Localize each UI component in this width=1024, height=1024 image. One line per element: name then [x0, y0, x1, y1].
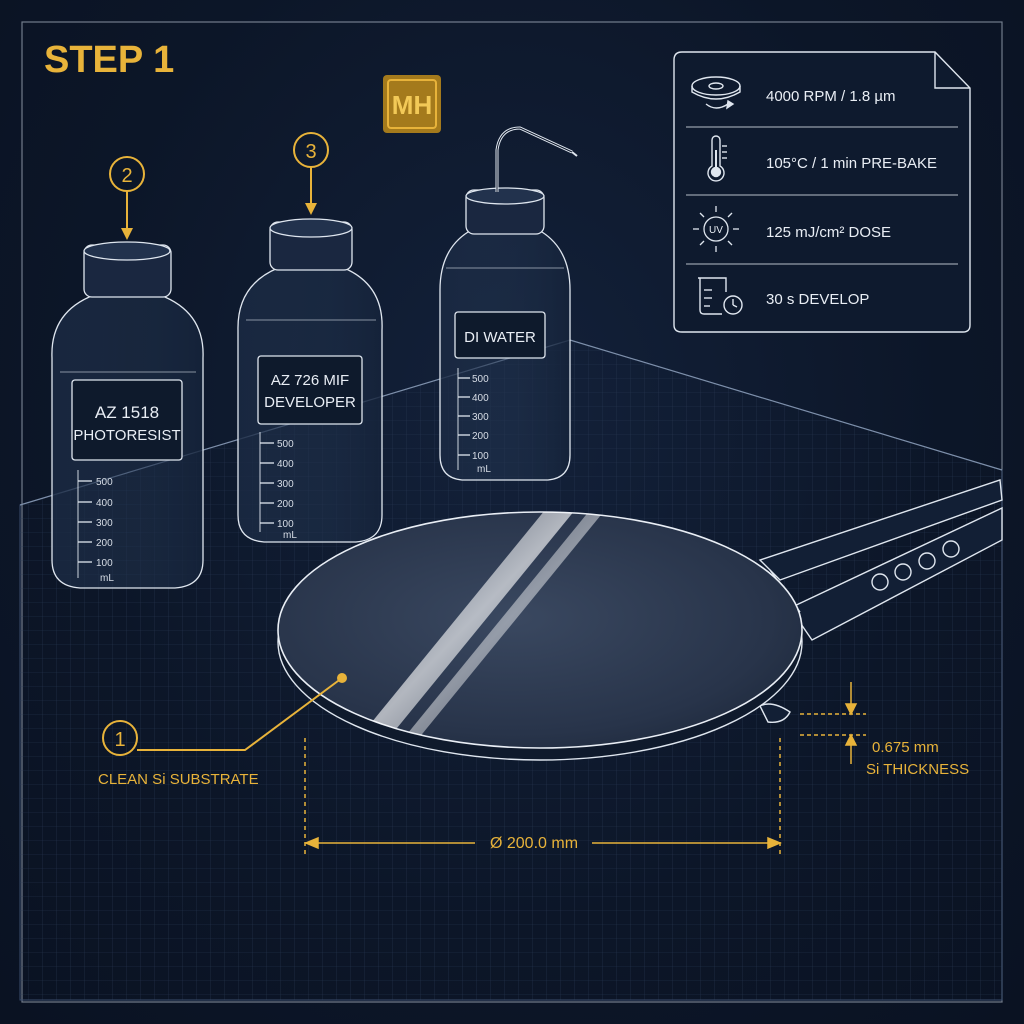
- spin-coater-icon: [691, 76, 741, 110]
- bottle-3-unit: mL: [477, 464, 491, 475]
- bottle-di-water: [439, 126, 578, 481]
- beaker-timer-icon: [698, 277, 743, 315]
- spec-dose-text: 125 mJ/cm² DOSE: [766, 224, 891, 241]
- spec-develop-text: 30 s DEVELOP: [766, 291, 869, 308]
- diameter-dimension: [304, 738, 782, 855]
- thickness-dimension: [800, 682, 866, 764]
- bottle-2-tick-100: 100: [277, 519, 294, 530]
- bottle-3-tick-300: 300: [472, 412, 489, 423]
- brand-logo: MH: [383, 75, 441, 133]
- bottle-2-tick-300: 300: [277, 479, 294, 490]
- callout-1: [102, 673, 347, 756]
- bottle-1-label-line1: AZ 1518: [95, 403, 159, 422]
- spec-card: [673, 51, 971, 333]
- callout-2: [109, 156, 145, 240]
- silicon-wafer: [277, 511, 803, 761]
- bottle-developer: [237, 218, 383, 543]
- diameter-label: Ø 200.0 mm: [490, 835, 578, 852]
- bottle-1-tick-500: 500: [96, 477, 113, 488]
- thickness-label: Si THICKNESS: [866, 761, 969, 778]
- tweezers: [758, 479, 1003, 723]
- thermometer-icon: [707, 135, 727, 182]
- callout-1-label: CLEAN Si SUBSTRATE: [98, 771, 259, 788]
- callout-3: [293, 132, 329, 215]
- bottle-2-label-line1: AZ 726 MIF: [271, 372, 349, 389]
- bottle-2-tick-200: 200: [277, 499, 294, 510]
- step-title: STEP 1: [44, 39, 174, 81]
- uv-icon-text: UV: [709, 225, 723, 236]
- bottle-1-tick-200: 200: [96, 538, 113, 549]
- callout-1-number: 1: [114, 729, 125, 751]
- logo-letters: MH: [392, 90, 432, 120]
- thickness-value: 0.675 mm: [872, 739, 939, 756]
- bottle-2-label-line2: DEVELOPER: [264, 394, 356, 411]
- uv-icon: [693, 206, 739, 252]
- bottle-2-unit: mL: [283, 530, 297, 541]
- bottle-1-tick-300: 300: [96, 518, 113, 529]
- bottle-3-tick-200: 200: [472, 431, 489, 442]
- bottle-3-tick-500: 500: [472, 374, 489, 385]
- bottle-photoresist: [51, 241, 204, 589]
- callout-3-number: 3: [305, 141, 316, 163]
- bottle-1-label-line2: PHOTORESIST: [73, 427, 180, 444]
- bottle-3-tick-400: 400: [472, 393, 489, 404]
- bottle-1-unit: mL: [100, 573, 114, 584]
- spec-spin-text: 4000 RPM / 1.8 µm: [766, 88, 896, 105]
- bottle-2-tick-400: 400: [277, 459, 294, 470]
- bottle-2-tick-500: 500: [277, 439, 294, 450]
- bottle-3-tick-100: 100: [472, 451, 489, 462]
- bottle-1-tick-400: 400: [96, 498, 113, 509]
- bottle-1-tick-100: 100: [96, 558, 113, 569]
- callout-2-number: 2: [121, 165, 132, 187]
- bottle-3-label: DI WATER: [464, 329, 536, 346]
- spec-bake-text: 105°C / 1 min PRE-BAKE: [766, 155, 937, 172]
